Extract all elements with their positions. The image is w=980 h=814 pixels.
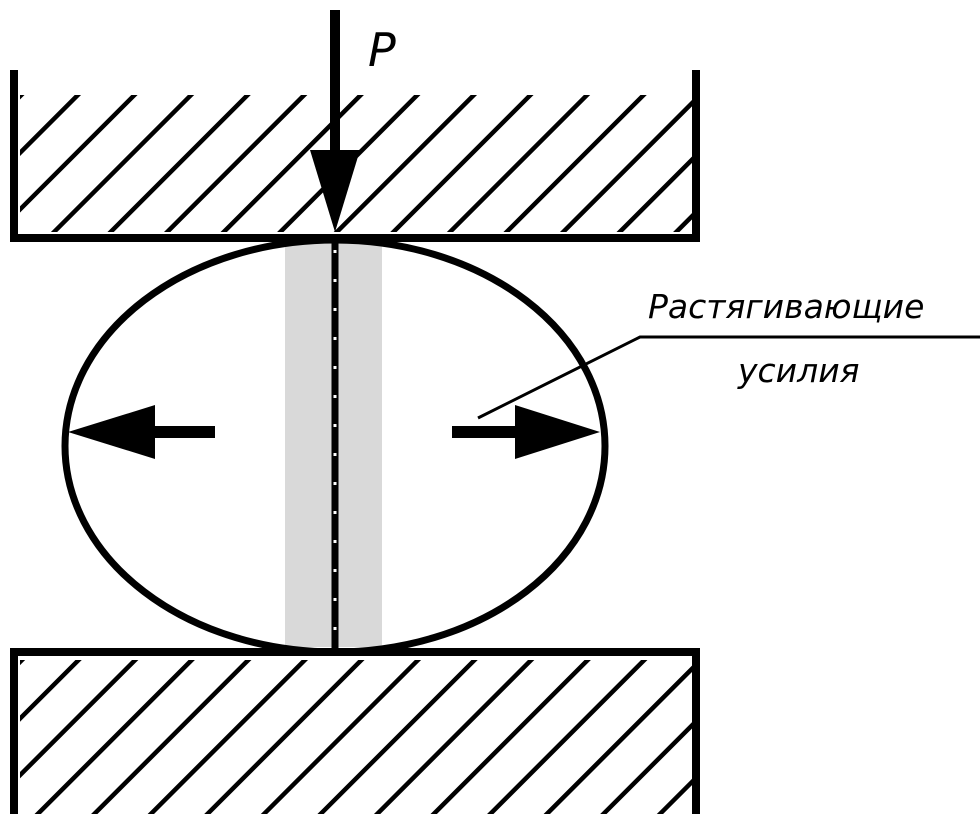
force-label: P	[368, 23, 396, 77]
tensile-label-line2: усилия	[737, 351, 860, 390]
load-arrow-down-icon	[310, 10, 360, 232]
tensile-arrow-right-icon	[452, 405, 600, 459]
lower-press-plate	[10, 648, 700, 814]
tensile-arrow-left-icon	[68, 405, 215, 459]
tensile-leader-line	[477, 335, 980, 420]
tensile-label-line1: Растягивающие	[648, 287, 924, 326]
upper-press-plate	[10, 70, 700, 242]
